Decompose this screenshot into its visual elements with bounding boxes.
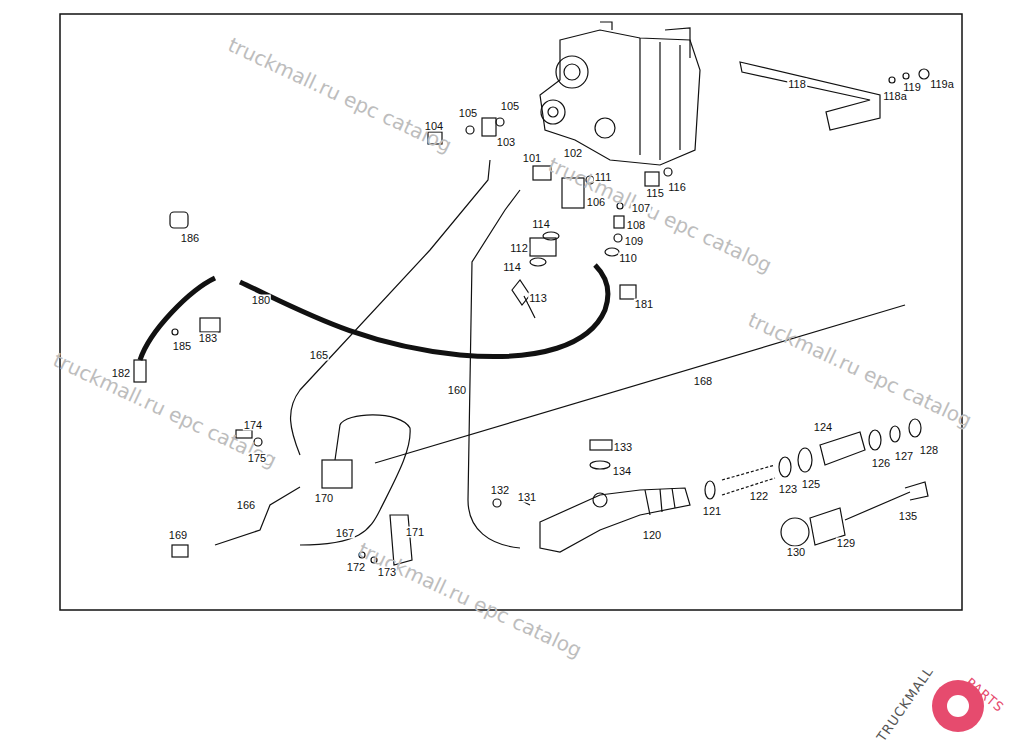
callout-number: 172 xyxy=(346,562,366,573)
callout-number: 105 xyxy=(458,108,478,119)
callout-number: 120 xyxy=(642,530,662,541)
watermark: truckmall.ru epc catalog xyxy=(50,349,280,470)
callout-number: 101 xyxy=(522,153,542,164)
callout-number: 174 xyxy=(243,420,263,431)
callout-number: 175 xyxy=(247,453,267,464)
callout-number: 181 xyxy=(634,299,654,310)
callout-number: 182 xyxy=(111,368,131,379)
callout-number: 183 xyxy=(198,333,218,344)
callout-number: 114 xyxy=(531,219,551,230)
watermark: truckmall.ru epc catalog xyxy=(545,154,775,275)
callout-number: 128 xyxy=(919,445,939,456)
callout-number: 107 xyxy=(631,203,651,214)
callout-number: 126 xyxy=(871,458,891,469)
callout-number: 133 xyxy=(613,442,633,453)
callout-number: 169 xyxy=(168,530,188,541)
frame xyxy=(60,14,962,610)
callout-number: 123 xyxy=(778,484,798,495)
callout-number: 116 xyxy=(667,182,687,193)
bracket xyxy=(740,62,880,130)
callout-number: 122 xyxy=(749,491,769,502)
callout-number: 112 xyxy=(509,243,529,254)
callout-number: 160 xyxy=(447,385,467,396)
callout-number: 170 xyxy=(314,493,334,504)
callout-number: 168 xyxy=(693,376,713,387)
callout-number: 114 xyxy=(502,262,522,273)
watermark: truckmall.ru epc catalog xyxy=(225,34,455,155)
callout-number: 166 xyxy=(236,500,256,511)
callout-number: 104 xyxy=(424,121,444,132)
callout-number: 105 xyxy=(500,101,520,112)
callout-number: 167 xyxy=(335,528,355,539)
callout-number: 118 xyxy=(787,79,807,90)
watermark: truckmall.ru epc catalog xyxy=(745,309,975,430)
callout-number: 110 xyxy=(618,253,638,264)
callout-number: 115 xyxy=(645,188,665,199)
callout-number: 124 xyxy=(813,422,833,433)
callout-number: 135 xyxy=(898,511,918,522)
watermark: truckmall.ru epc catalog xyxy=(355,539,585,660)
callout-number: 119a xyxy=(929,79,955,90)
callout-number: 119 xyxy=(902,82,922,93)
callout-number: 171 xyxy=(405,527,425,538)
callout-number: 108 xyxy=(626,220,646,231)
callout-number: 130 xyxy=(786,547,806,558)
logo-text: TRUCKMALL xyxy=(875,664,936,743)
callout-number: 131 xyxy=(517,492,537,503)
callout-number: 109 xyxy=(624,236,644,247)
distributor xyxy=(322,460,352,488)
callout-number: 134 xyxy=(612,466,632,477)
callout-number: 186 xyxy=(180,233,200,244)
callout-number: 125 xyxy=(801,479,821,490)
callout-number: 127 xyxy=(894,451,914,462)
callout-number: 132 xyxy=(490,485,510,496)
callout-number: 102 xyxy=(563,148,583,159)
callout-number: 185 xyxy=(172,341,192,352)
pump-housing xyxy=(540,22,700,165)
callout-number: 121 xyxy=(702,506,722,517)
callout-number: 180 xyxy=(251,295,271,306)
callout-number: 106 xyxy=(586,197,606,208)
callout-number: 165 xyxy=(309,350,329,361)
callout-number: 111 xyxy=(594,172,613,183)
master-cylinder xyxy=(540,488,690,552)
callout-number: 103 xyxy=(496,137,516,148)
callout-number: 173 xyxy=(377,567,397,578)
callout-number: 129 xyxy=(836,538,856,549)
callout-number: 113 xyxy=(528,293,548,304)
